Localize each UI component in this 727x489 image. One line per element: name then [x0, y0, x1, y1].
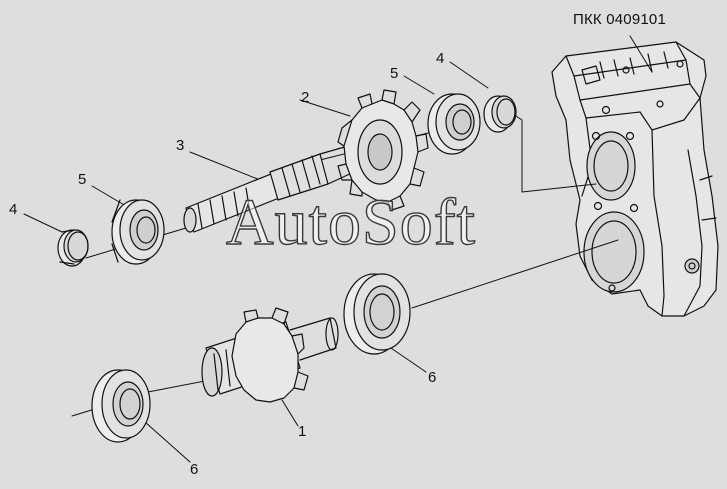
bearing-5-top: [427, 93, 481, 155]
callout-3: 3: [176, 137, 185, 154]
bearing-5-left: [111, 199, 165, 265]
callout-6-right: 6: [428, 369, 437, 386]
callout-5-left: 5: [78, 171, 87, 188]
callout-1: 1: [298, 423, 307, 440]
callout-4-top: 4: [436, 50, 445, 67]
gear-2: [337, 89, 429, 211]
ring-4-left: [57, 229, 89, 267]
seal-6-left: [91, 369, 151, 443]
callout-4-left: 4: [9, 201, 18, 218]
shaft-3: [183, 145, 355, 233]
gear-cluster-1: [201, 307, 339, 403]
callout-5-top: 5: [390, 65, 399, 82]
watermark: AutoSoft: [225, 186, 477, 259]
callout-2: 2: [301, 89, 310, 106]
ring-4-top: [483, 95, 517, 133]
part-code-label: ПКК 0409101: [573, 11, 667, 28]
callout-6-left: 6: [190, 461, 199, 478]
gearbox-housing: [551, 41, 719, 317]
seal-6-right: [343, 273, 411, 355]
